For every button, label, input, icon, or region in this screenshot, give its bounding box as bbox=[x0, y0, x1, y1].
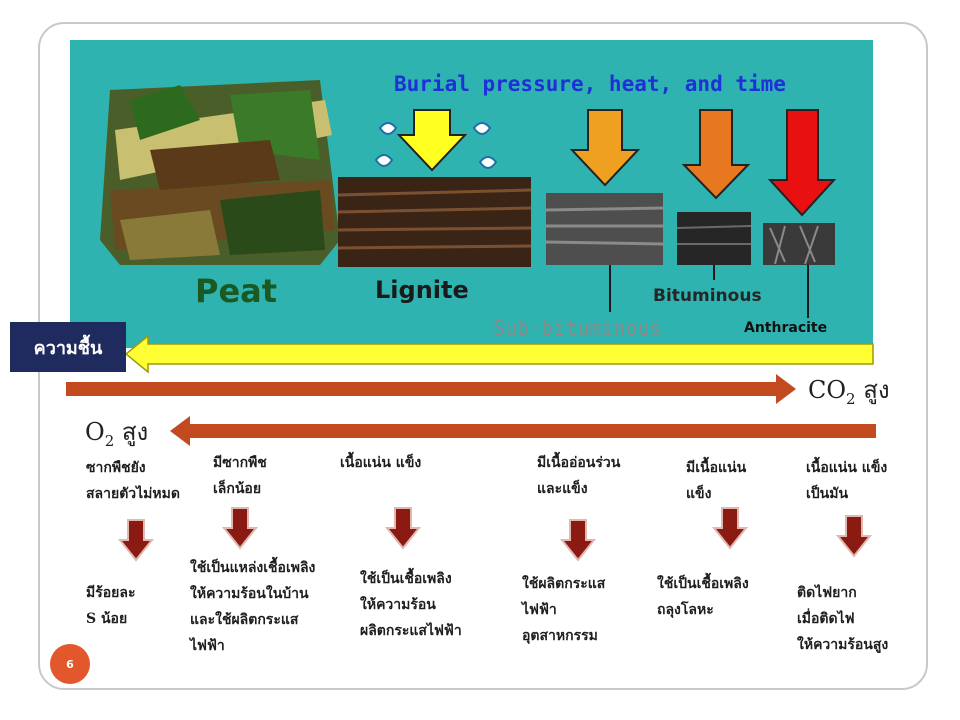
use-line: ใช้เป็นเชื้อเพลิง bbox=[657, 576, 749, 592]
bituminous-label: Bituminous bbox=[653, 286, 762, 306]
pressure-arrow-red bbox=[767, 109, 837, 217]
anthracite-use: ติดไฟยาก เมื่อติดไฟ ให้ความร้อนสูง bbox=[797, 580, 888, 658]
down-arrow-icon bbox=[385, 507, 421, 550]
bituminous-hard-property: มีเนื้อแน่น แข็ง bbox=[686, 455, 746, 507]
down-arrow-icon bbox=[222, 507, 258, 550]
co2-arrow bbox=[66, 374, 796, 404]
sub-bituminous-label: Sub-bituminous bbox=[493, 316, 662, 340]
bituminous-block bbox=[676, 212, 752, 280]
use-line: และใช้ผลิตกระแส bbox=[190, 612, 299, 628]
property-line: มีเนื้อแน่น bbox=[686, 460, 747, 476]
property-line: แข็ง bbox=[686, 486, 712, 502]
use-line: ผลิตกระแสไฟฟ้า bbox=[360, 623, 462, 639]
o2-subscript: 2 bbox=[104, 432, 115, 450]
pressure-arrow-orange-1 bbox=[569, 109, 641, 187]
lignite-use: ใช้เป็นแหล่งเชื้อเพลิง ให้ความร้อนในบ้าน… bbox=[190, 555, 315, 659]
peat-label: Peat bbox=[195, 272, 278, 310]
property-line: เนื้อแน่น แข็ง bbox=[806, 460, 888, 476]
down-arrow-icon bbox=[118, 519, 154, 562]
down-arrow-icon bbox=[560, 519, 596, 562]
page-number-badge: 6 bbox=[50, 644, 90, 684]
bituminous-soft-property: มีเนื้ออ่อนร่วน และแข็ง bbox=[537, 450, 620, 502]
use-line: ให้ความร้อน bbox=[360, 597, 436, 613]
property-line: ซากพืชยัง bbox=[86, 460, 146, 476]
moisture-arrow bbox=[124, 334, 874, 374]
bituminous-soft-use: ใช้ผลิตกระแส ไฟฟ้า อุตสาหกรรม bbox=[522, 571, 605, 649]
use-line: ใช้ผลิตกระแส bbox=[522, 576, 606, 592]
co2-formula: CO bbox=[808, 376, 847, 404]
peat-property: ซากพืชยัง สลายตัวไม่หมด bbox=[86, 455, 180, 507]
property-line: เล็กน้อย bbox=[213, 481, 262, 497]
pressure-arrow-orange-2 bbox=[681, 109, 751, 200]
bituminous-hard-use: ใช้เป็นเชื้อเพลิง ถลุงโลหะ bbox=[657, 571, 749, 623]
coal-formation-figure: Burial pressure, heat, and time Peat Lig… bbox=[70, 40, 873, 348]
down-arrow-icon bbox=[712, 507, 748, 550]
peat-pile bbox=[100, 80, 340, 265]
use-line: ถลุงโลหะ bbox=[657, 602, 714, 618]
use-line: ไฟฟ้า bbox=[190, 638, 225, 654]
down-arrow-icon bbox=[836, 515, 872, 558]
property-line: มีซากพืช bbox=[213, 455, 267, 471]
coal-formation-illustration bbox=[100, 80, 837, 318]
lignite-property: มีซากพืช เล็กน้อย bbox=[213, 450, 267, 502]
co2-subscript: 2 bbox=[846, 390, 856, 408]
use-line: มีร้อยละ bbox=[86, 585, 136, 601]
use-line: อุตสาหกรรม bbox=[522, 628, 598, 644]
property-line: มีเนื้ออ่อนร่วน bbox=[537, 455, 621, 471]
lignite-block bbox=[337, 177, 532, 267]
co2-label: CO2 สูง bbox=[808, 370, 890, 409]
co2-suffix: สูง bbox=[855, 376, 890, 404]
anthracite-label: Anthracite bbox=[744, 320, 828, 336]
use-line: ติดไฟยาก bbox=[797, 585, 857, 601]
use-line: S น้อย bbox=[86, 611, 128, 627]
use-line: เมื่อติดไฟ bbox=[797, 611, 855, 627]
anthracite-block bbox=[763, 223, 835, 318]
anthracite-property: เนื้อแน่น แข็ง เป็นมัน bbox=[806, 455, 887, 507]
burial-heading: Burial pressure, heat, and time bbox=[394, 72, 786, 96]
use-line: ใช้เป็นแหล่งเชื้อเพลิง bbox=[190, 560, 316, 576]
peat-use: มีร้อยละ S น้อย bbox=[86, 580, 135, 632]
property-line: เนื้อแน่น แข็ง bbox=[340, 455, 422, 471]
sub-bituminous-block bbox=[545, 193, 664, 312]
use-line: ให้ความร้อนในบ้าน bbox=[190, 586, 309, 602]
sub-bituminous-use: ใช้เป็นเชื้อเพลิง ให้ความร้อน ผลิตกระแสไ… bbox=[360, 566, 462, 644]
property-line: เป็นมัน bbox=[806, 486, 849, 502]
o2-formula: O bbox=[85, 418, 105, 446]
o2-arrow bbox=[170, 416, 876, 446]
o2-suffix: สูง bbox=[114, 418, 149, 446]
moisture-label: ความชื้น bbox=[10, 322, 126, 372]
use-line: ให้ความร้อนสูง bbox=[797, 637, 889, 653]
property-line: สลายตัวไม่หมด bbox=[86, 486, 180, 502]
lignite-label: Lignite bbox=[375, 276, 469, 304]
use-line: ใช้เป็นเชื้อเพลิง bbox=[360, 571, 452, 587]
water-drops bbox=[374, 122, 498, 169]
pressure-arrow-yellow bbox=[396, 109, 468, 172]
property-line: และแข็ง bbox=[537, 481, 588, 497]
sub-bituminous-property: เนื้อแน่น แข็ง bbox=[340, 450, 421, 476]
use-line: ไฟฟ้า bbox=[522, 602, 557, 618]
o2-label: O2 สูง bbox=[85, 412, 148, 451]
